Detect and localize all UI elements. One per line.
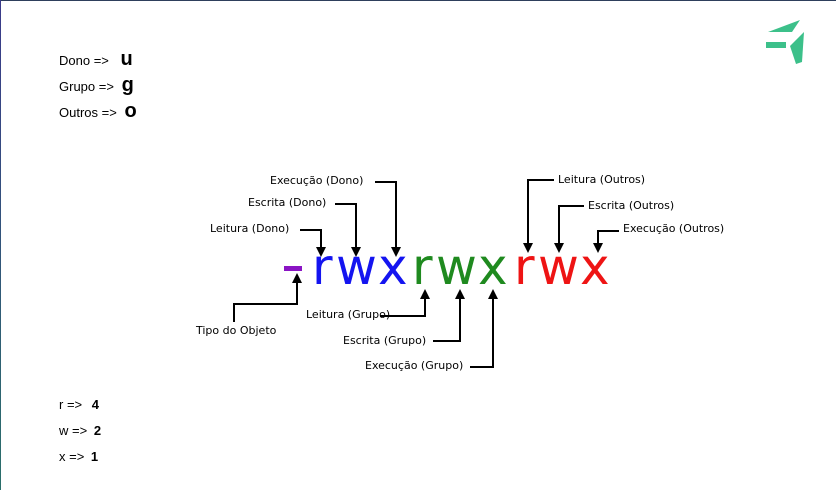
arrow-group-read: [380, 289, 430, 317]
arrow-object-type: [233, 273, 302, 322]
logo-wing-top: [768, 20, 800, 32]
arrow-group-exec: [470, 289, 498, 368]
legend-row-exec: x => 1: [59, 449, 98, 464]
logo-body: [790, 32, 804, 64]
label-group-exec: Execução (Grupo): [365, 359, 464, 372]
annotation-arrows: [233, 179, 619, 368]
legend-label: w =>: [59, 423, 88, 438]
label-group-read: Leitura (Grupo): [306, 308, 391, 321]
legend-value: u: [120, 48, 133, 70]
label-owner-exec: Execução (Dono): [270, 174, 364, 187]
logo-wing-middle: [766, 42, 786, 48]
type-char: -: [283, 283, 284, 285]
legend-value: g: [121, 74, 134, 96]
others-exec-char: x: [580, 238, 610, 296]
others-read-char: r: [514, 238, 535, 296]
legend-label: Outros =>: [59, 105, 117, 120]
legend-label: Dono =>: [59, 53, 109, 68]
arrow-owner-read: [300, 229, 326, 257]
legend-value: 2: [93, 423, 102, 438]
window-left-border: [0, 0, 1, 490]
label-group-write: Escrita (Grupo): [343, 334, 427, 347]
label-others-read: Leitura (Outros): [558, 173, 646, 186]
arrow-others-write: [554, 205, 584, 253]
label-others-write: Escrita (Outros): [588, 199, 675, 212]
legend-value: 1: [90, 449, 99, 464]
arrow-group-write: [433, 289, 465, 342]
label-owner-write: Escrita (Dono): [248, 196, 327, 209]
legend-row-write: w => 2: [59, 423, 101, 438]
type-char-dash: [284, 266, 302, 271]
arrow-owner-exec: [375, 181, 401, 257]
owner-read-char: r: [312, 238, 333, 296]
legend-label: x =>: [59, 449, 85, 464]
window-top-border: [0, 0, 836, 1]
group-exec-char: x: [478, 238, 508, 296]
legend-value: o: [124, 100, 137, 122]
arrow-owner-write: [335, 203, 361, 257]
label-owner-read: Leitura (Dono): [210, 222, 290, 235]
legend-row-owner: Dono => u: [59, 48, 133, 71]
owner-exec-char: x: [378, 238, 408, 296]
paper-plane-logo-icon: [766, 20, 804, 64]
legend-row-read: r => 4: [59, 397, 99, 412]
group-read-char: r: [412, 238, 433, 296]
legend-value: 4: [91, 397, 99, 412]
arrow-others-read: [523, 179, 554, 253]
arrow-others-exec: [593, 230, 619, 253]
legend-row-group: Grupo => g: [59, 74, 134, 97]
group-write-char: w: [436, 238, 477, 296]
label-object-type: Tipo do Objeto: [196, 324, 277, 337]
legend-row-others: Outros => o: [59, 100, 137, 123]
legend-label: Grupo =>: [59, 79, 114, 94]
label-others-exec: Execução (Outros): [623, 222, 725, 235]
permission-string: - r w x r w x r w x: [283, 238, 610, 296]
legend-label: r =>: [59, 397, 83, 412]
